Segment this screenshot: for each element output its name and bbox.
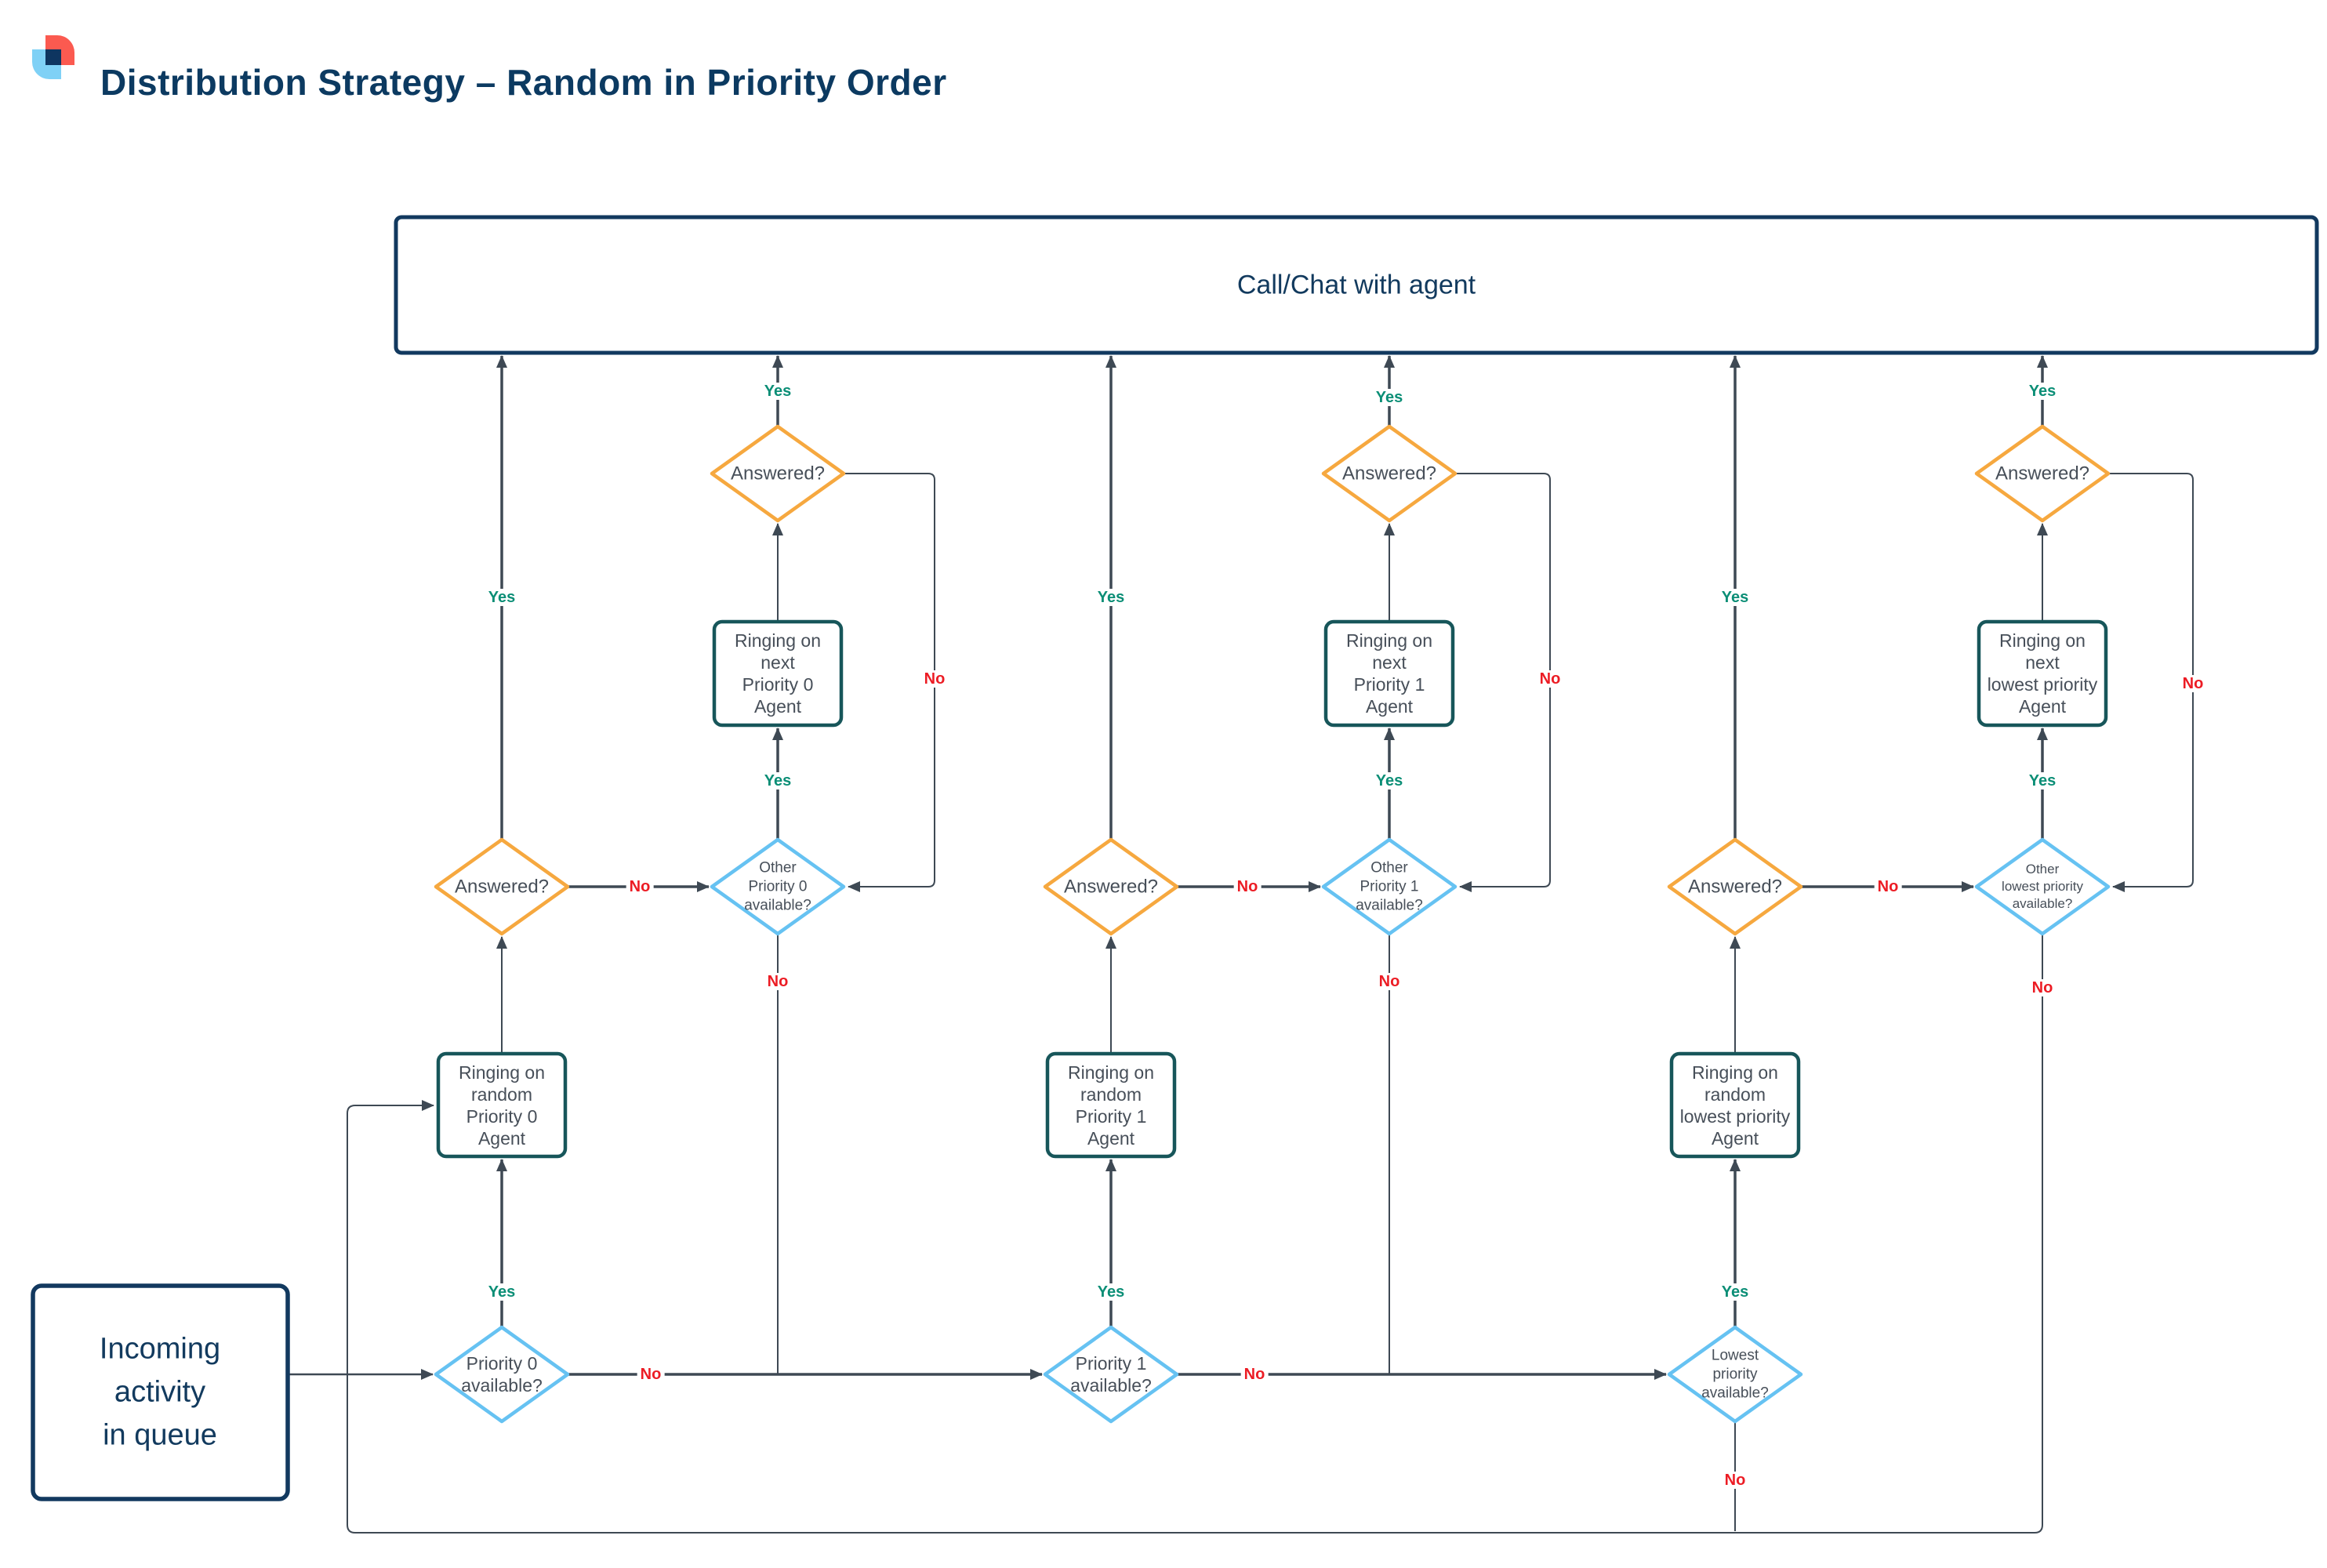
other-lowest-no-label: No [2028,979,2057,996]
ringing-random-p0-box [436,1051,568,1159]
lowest-answered-diamond [1667,837,1803,936]
incoming-activity-box [31,1283,290,1501]
other-p1-available-label: Other Priority 1 available? [1356,859,1423,913]
other-p1-available-diamond [1321,837,1458,936]
p0-available-no-label: No [637,1366,665,1383]
p1-answered-top-yes-label: Yes [1372,389,1407,406]
lowest-answered-top-yes-label: Yes [2025,383,2060,400]
brand-logo-icon [32,35,76,81]
other-lowest-yes-label: Yes [2025,772,2060,789]
p0-answered-top-diamond [710,424,846,523]
other-p1-no-label: No [1375,973,1403,990]
ringing-next-lowest-label: Ringing on next lowest priority Agent [1987,630,2098,717]
lowest-answered-top-diamond [1974,424,2111,523]
p0-answered-label: Answered? [454,876,550,898]
ringing-next-p0-box [712,619,844,728]
lowest-available-yes-label: Yes [1718,1283,1752,1301]
ringing-random-p1-box [1045,1051,1177,1159]
lowest-available-diamond [1667,1325,1803,1424]
p0-answered-yes-label: Yes [485,589,519,606]
lowest-available-label: Lowest priority available? [1701,1347,1769,1401]
logo-navy-shape [45,49,61,65]
p1-answered-top-diamond [1321,424,1458,523]
edge-bottom-return-to-ringing-random-p0 [347,934,2043,1534]
p0-answered-diamond [434,837,570,936]
p1-available-no-label: No [1240,1366,1269,1383]
other-lowest-available-label: Other lowest priority available? [2002,861,2083,912]
lowest-answered-yes-label: Yes [1718,589,1752,606]
other-lowest-available-diamond [1974,837,2111,936]
p0-answered-top-label: Answered? [730,463,826,485]
page-title: Distribution Strategy – Random in Priori… [100,62,947,103]
other-p0-available-diamond [710,837,846,936]
other-p0-no-label: No [764,973,792,990]
lowest-answered-top-no-label: No [2179,675,2207,692]
lowest-answered-no-label: No [1874,878,1902,895]
other-p1-yes-label: Yes [1372,772,1407,789]
p0-available-diamond [434,1325,570,1424]
other-p0-yes-label: Yes [761,772,795,789]
p1-answered-label: Answered? [1063,876,1159,898]
p1-answered-diamond [1043,837,1179,936]
p1-available-diamond [1043,1325,1179,1424]
p1-available-label: Priority 1 available? [1070,1352,1152,1396]
ringing-random-p0-label: Ringing on random Priority 0 Agent [459,1062,545,1149]
p1-answered-top-label: Answered? [1341,463,1437,485]
ringing-next-lowest-box [1977,619,2108,728]
call-chat-label: Call/Chat with agent [1236,270,1476,300]
p0-available-label: Priority 0 available? [461,1352,543,1396]
p1-answered-top-no-label: No [1536,670,1564,688]
other-p0-available-label: Other Priority 0 available? [744,859,811,913]
ringing-random-lowest-label: Ringing on random lowest priority Agent [1679,1062,1791,1149]
ringing-random-p1-label: Ringing on random Priority 1 Agent [1068,1062,1154,1149]
ringing-next-p1-label: Ringing on next Priority 1 Agent [1346,630,1432,717]
p0-answered-top-yes-label: Yes [761,383,795,400]
p1-answered-yes-label: Yes [1094,589,1128,606]
ringing-random-lowest-box [1669,1051,1801,1159]
p1-answered-no-label: No [1233,878,1262,895]
p0-answered-top-no-label: No [920,670,949,688]
p0-answered-no-label: No [626,878,654,895]
lowest-available-no-label: No [1721,1472,1749,1489]
lowest-answered-top-label: Answered? [1995,463,2090,485]
incoming-activity-label: Incoming activity in queue [99,1332,221,1452]
p1-available-yes-label: Yes [1094,1283,1128,1301]
ringing-next-p0-label: Ringing on next Priority 0 Agent [735,630,821,717]
call-chat-box [394,215,2319,355]
lowest-answered-label: Answered? [1687,876,1783,898]
p0-available-yes-label: Yes [485,1283,519,1301]
ringing-next-p1-box [1323,619,1455,728]
